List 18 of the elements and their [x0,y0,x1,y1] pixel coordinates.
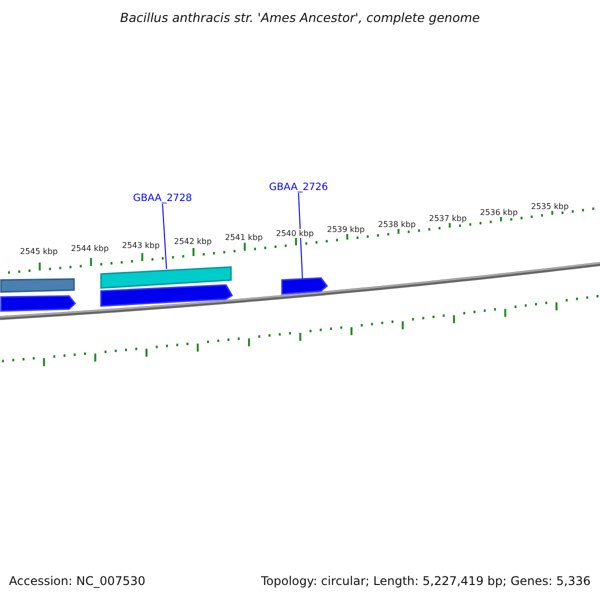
accession-text: Accession: NC_007530 [9,574,146,588]
scale-label: 2537 kbp [429,214,467,223]
scale-label: 2545 kbp [20,247,58,256]
scale-label: 2543 kbp [122,241,160,250]
leader-line [162,204,168,270]
gene-label: GBAA_2726 [269,182,328,193]
scale-label: 2536 kbp [480,208,518,217]
scale-label: 2542 kbp [174,237,212,246]
scale-label: 2544 kbp [71,244,109,253]
gene-label: GBAA_2728 [133,193,192,204]
genome-stats-text: Topology: circular; Length: 5,227,419 bp; Genes: 5,336 [261,574,591,588]
genome-title: Bacillus anthracis str. 'Ames Ancestor', complete genome [119,10,481,25]
scale-label: 2540 kbp [276,229,314,238]
scale-label: 2538 kbp [378,220,416,229]
scale-label: 2535 kbp [531,202,569,211]
scale-label: 2539 kbp [327,225,365,234]
leader-line [298,192,304,280]
scale-label: 2541 kbp [225,233,263,242]
